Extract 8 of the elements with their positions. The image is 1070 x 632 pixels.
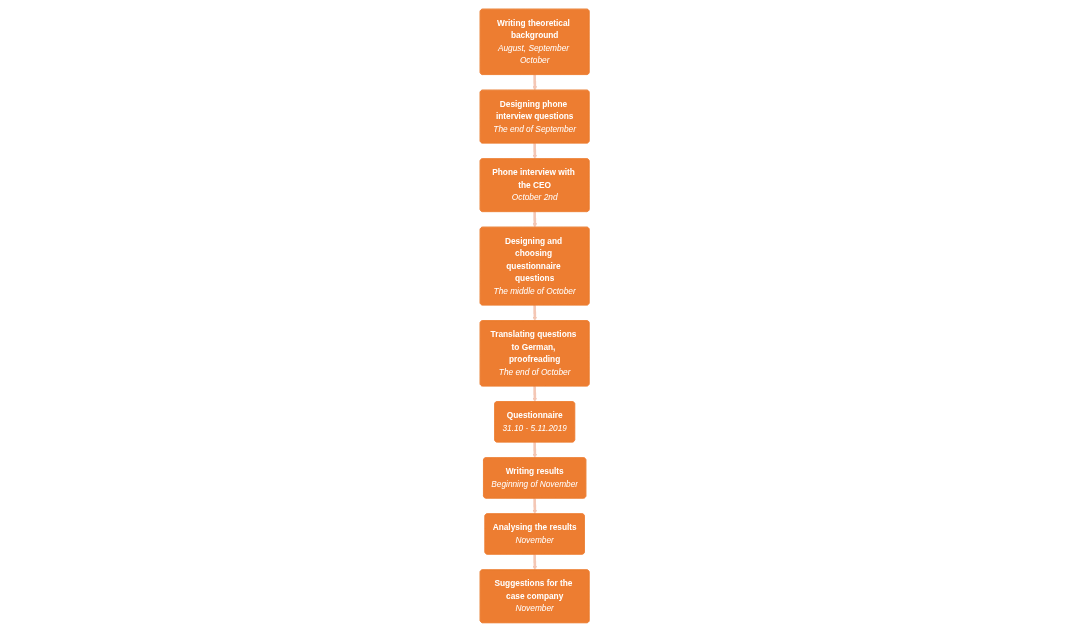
arrow [532,73,538,91]
arrow [532,553,538,571]
arrow [532,441,538,459]
arrow [532,142,538,160]
arrow [532,210,538,228]
arrow [532,385,538,403]
arrow [532,304,538,322]
arrow [532,497,538,515]
